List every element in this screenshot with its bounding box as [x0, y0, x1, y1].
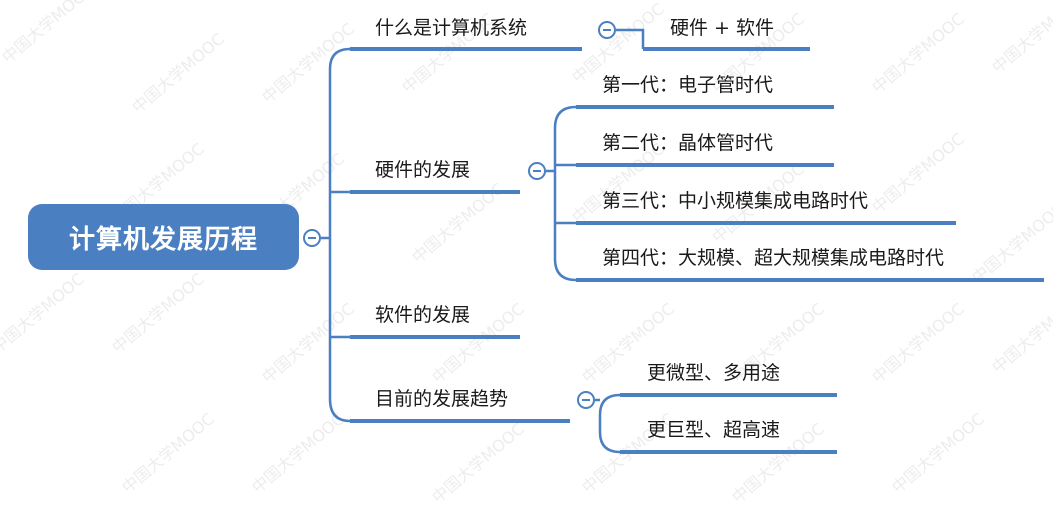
leaf-label: 第一代：电子管时代 — [602, 74, 774, 96]
branch-node-hardware-development[interactable]: 硬件的发展 — [375, 158, 470, 182]
leaf-label: 更巨型、超高速 — [647, 419, 781, 441]
leaf-label: 第二代：晶体管时代 — [602, 132, 774, 154]
branch-collapse-button[interactable] — [577, 391, 595, 409]
branch-collapse-button[interactable] — [528, 162, 546, 180]
leaf-node-gen3[interactable]: 第三代：中小规模集成电路时代 — [602, 189, 868, 213]
leaf-node-gen4[interactable]: 第四代：大规模、超大规模集成电路时代 — [602, 246, 944, 270]
branch-spine — [328, 47, 351, 423]
leaf-connector — [616, 28, 645, 49]
leaf-spine — [553, 105, 577, 282]
leaf-label: 硬件 + 软件 — [670, 17, 774, 39]
leaf-node-gen2[interactable]: 第二代：晶体管时代 — [602, 131, 773, 155]
leaf-label: 更微型、多用途 — [647, 362, 781, 384]
leaf-node-giant[interactable]: 更巨型、超高速 — [647, 418, 780, 442]
leaf-underline — [576, 278, 1044, 282]
branch-underline — [350, 190, 520, 194]
branch-collapse-button[interactable] — [598, 21, 616, 39]
branch-node-current-trends[interactable]: 目前的发展趋势 — [375, 387, 508, 411]
leaf-underline — [576, 105, 834, 109]
leaf-spine — [598, 393, 621, 454]
leaf-underline — [620, 393, 837, 397]
root-node[interactable]: 计算机发展历程 — [28, 204, 299, 270]
branch-node-what-is-computer-system[interactable]: 什么是计算机系统 — [375, 16, 527, 40]
branch-underline — [350, 335, 520, 339]
branch-underline — [350, 419, 570, 423]
leaf-node-gen1[interactable]: 第一代：电子管时代 — [602, 73, 773, 97]
leaf-underline — [576, 163, 834, 167]
branch-node-software-development[interactable]: 软件的发展 — [375, 303, 470, 327]
connector-lines — [321, 28, 645, 454]
branch-label: 目前的发展趋势 — [375, 388, 509, 410]
branch-label: 软件的发展 — [375, 304, 471, 326]
leaf-underline — [620, 450, 837, 454]
root-label: 计算机发展历程 — [68, 224, 258, 255]
leaf-node-hardware-software[interactable]: 硬件 + 软件 — [670, 16, 774, 40]
leaf-label: 第四代：大规模、超大规模集成电路时代 — [602, 247, 945, 269]
branch-underline — [350, 47, 582, 51]
leaf-underline — [643, 47, 810, 51]
leaf-label: 第三代：中小规模集成电路时代 — [602, 190, 869, 212]
leaf-node-micro[interactable]: 更微型、多用途 — [647, 361, 780, 385]
branch-label: 硬件的发展 — [375, 159, 471, 181]
root-collapse-button[interactable] — [303, 229, 321, 247]
branch-label: 什么是计算机系统 — [375, 17, 528, 39]
leaf-underline — [576, 221, 956, 225]
